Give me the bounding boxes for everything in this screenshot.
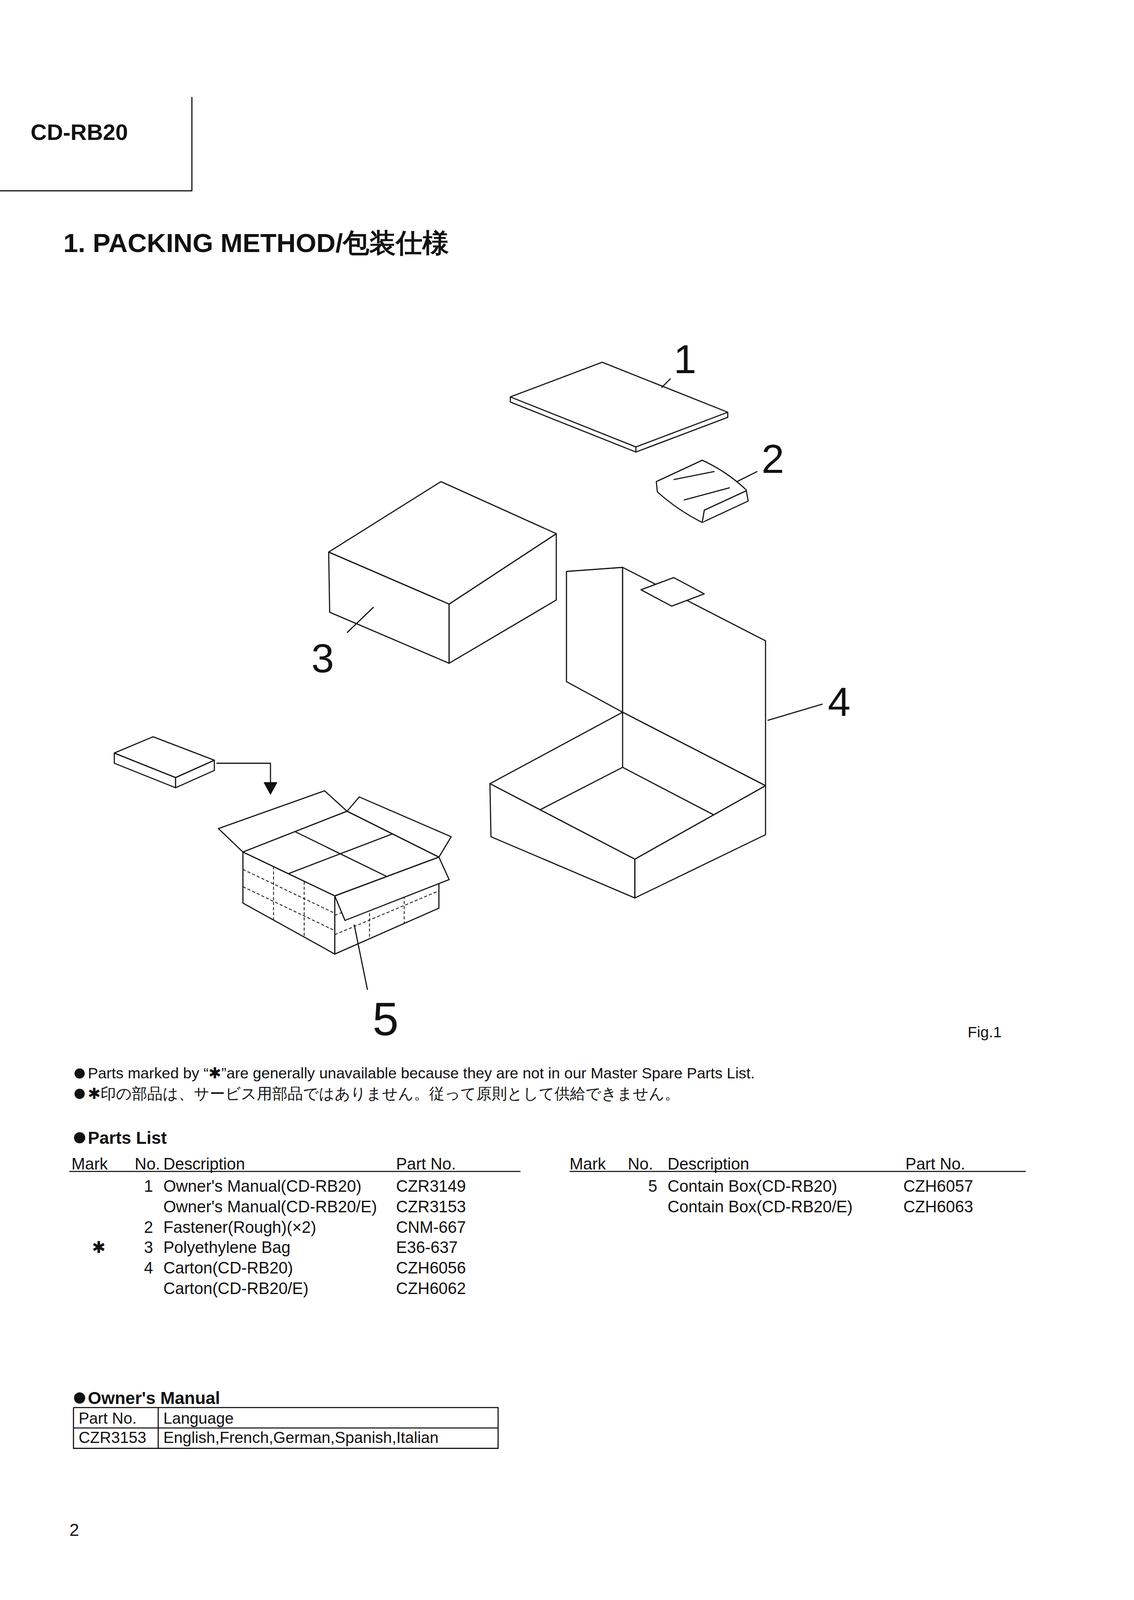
part-description: Owner's Manual(CD-RB20): [163, 1176, 362, 1196]
leader-line: [767, 703, 823, 721]
contain-box: [243, 851, 336, 954]
part-description: Owner's Manual(CD-RB20/E): [163, 1197, 378, 1217]
item-number: 5: [648, 1176, 658, 1196]
callout-number: 3: [311, 635, 334, 683]
part-number: CZH6063: [903, 1197, 974, 1217]
table-cell: CZR3153: [78, 1428, 147, 1448]
figure-caption: Fig.1: [967, 1023, 1002, 1042]
section-heading: Parts List: [87, 1128, 167, 1149]
table-border: [157, 1407, 159, 1449]
part-description: Polyethylene Bag: [163, 1237, 291, 1257]
part-number: CNM-667: [395, 1217, 466, 1237]
owners-manual-sheet: [635, 446, 637, 452]
column-header: Mark: [71, 1154, 108, 1174]
item-number: 1: [144, 1176, 154, 1196]
part-number: CZH6056: [395, 1258, 466, 1278]
part-description: Contain Box(CD-RB20): [667, 1176, 838, 1196]
part-number: CZR3149: [395, 1176, 466, 1196]
fastener-bag: [673, 471, 746, 523]
part-number: CZH6057: [903, 1176, 974, 1196]
carton: [635, 785, 766, 898]
leader-line: [347, 607, 374, 633]
callout-number: 5: [372, 991, 399, 1046]
column-header: Mark: [569, 1154, 606, 1174]
leader-line: [661, 378, 671, 388]
column-header: Part No.: [905, 1154, 966, 1174]
manual-box: [114, 736, 215, 788]
callout-number: 4: [827, 678, 851, 726]
table-header: Language: [163, 1409, 234, 1428]
insert-arrow: [264, 782, 277, 794]
carton: [622, 712, 624, 768]
carton: [566, 567, 623, 713]
bullet: [74, 1132, 86, 1144]
page-title: 1. PACKING METHOD/包装仕様: [63, 227, 449, 259]
part-number: CZH6062: [395, 1279, 466, 1298]
fastener-bag: [656, 460, 749, 523]
leader-line: [354, 924, 368, 990]
part-number: E36-637: [395, 1237, 458, 1257]
leader-line: [347, 607, 374, 633]
header-rule: [0, 97, 192, 191]
part-description: Carton(CD-RB20/E): [163, 1279, 309, 1298]
item-number: 2: [144, 1217, 154, 1237]
contain-box: [334, 857, 449, 921]
note-text: Parts marked by “✱”are generally unavail…: [87, 1064, 755, 1083]
insert-arrow: [216, 763, 271, 784]
column-header: No.: [134, 1154, 161, 1174]
section-heading: Owner's Manual: [87, 1388, 220, 1409]
insert-arrow: [216, 763, 277, 795]
manual-box: [114, 736, 215, 778]
header-rule: [0, 97, 192, 191]
leader-line: [661, 378, 671, 388]
table-border: [73, 1427, 499, 1429]
part-description: Contain Box(CD-RB20/E): [667, 1197, 853, 1217]
column-header: Part No.: [395, 1154, 456, 1174]
polyethylene-bag: [328, 481, 557, 605]
model-header: CD-RB20: [30, 119, 128, 146]
part-description: Fastener(Rough)(×2): [163, 1217, 317, 1237]
part-number: CZR3153: [395, 1197, 466, 1217]
table-cell: English,French,German,Spanish,Italian: [163, 1428, 439, 1448]
leader-line: [767, 703, 823, 721]
contain-box: [288, 831, 393, 877]
bullet: [74, 1068, 85, 1079]
bullet: [74, 1392, 86, 1404]
column-header: No.: [627, 1154, 654, 1174]
item-number: 4: [144, 1258, 154, 1278]
carton: [489, 567, 766, 899]
carton: [489, 783, 636, 898]
page-number: 2: [69, 1519, 80, 1541]
leader-line: [736, 471, 758, 482]
part-description: Carton(CD-RB20): [163, 1258, 294, 1278]
column-header: Description: [163, 1154, 246, 1174]
carton: [641, 577, 705, 607]
item-number: 3: [144, 1237, 154, 1257]
note-text: ✱印の部品は、サービス用部品ではありません。従って原則として供給できません。: [87, 1085, 680, 1103]
bullet: [74, 1068, 86, 1404]
polyethylene-bag: [328, 481, 557, 664]
mark-symbol: ✱: [92, 1237, 106, 1257]
column-header: Description: [667, 1154, 750, 1174]
table-border: [73, 1407, 499, 1449]
bullet: [74, 1088, 85, 1099]
leader-line: [736, 471, 758, 482]
table-header: Part No.: [78, 1409, 137, 1428]
contain-box: [218, 790, 452, 955]
leader-line: [354, 924, 368, 990]
fastener-bag: [656, 460, 749, 523]
callout-number: 1: [673, 335, 697, 383]
callout-number: 2: [761, 435, 784, 483]
